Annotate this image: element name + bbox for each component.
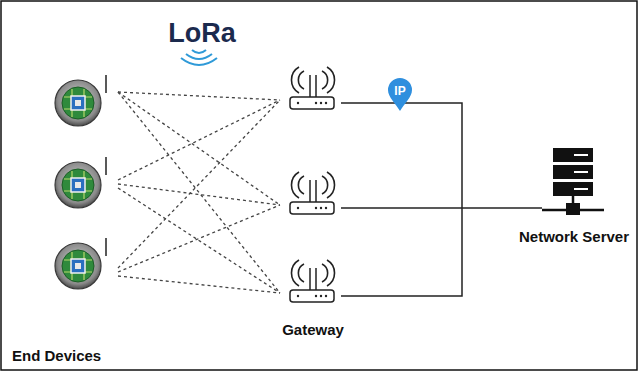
group-label: Network Server	[519, 229, 629, 246]
group-label: Gateway	[282, 322, 344, 339]
gateway-router	[290, 67, 335, 109]
group-label: End Devices	[12, 348, 101, 365]
server-icon	[542, 148, 604, 215]
pin-fill	[388, 78, 412, 111]
gateway-router	[290, 172, 335, 214]
ip-links	[341, 103, 542, 296]
lora-links	[118, 92, 280, 293]
pin-text: IP	[387, 78, 413, 98]
end-device	[55, 157, 106, 208]
ip-pin: IP	[387, 78, 413, 112]
lora-waves	[181, 50, 217, 65]
end-device	[55, 238, 106, 289]
end-device	[55, 75, 106, 126]
gateway-router	[290, 260, 335, 302]
logo-text: LoRa	[168, 19, 236, 49]
